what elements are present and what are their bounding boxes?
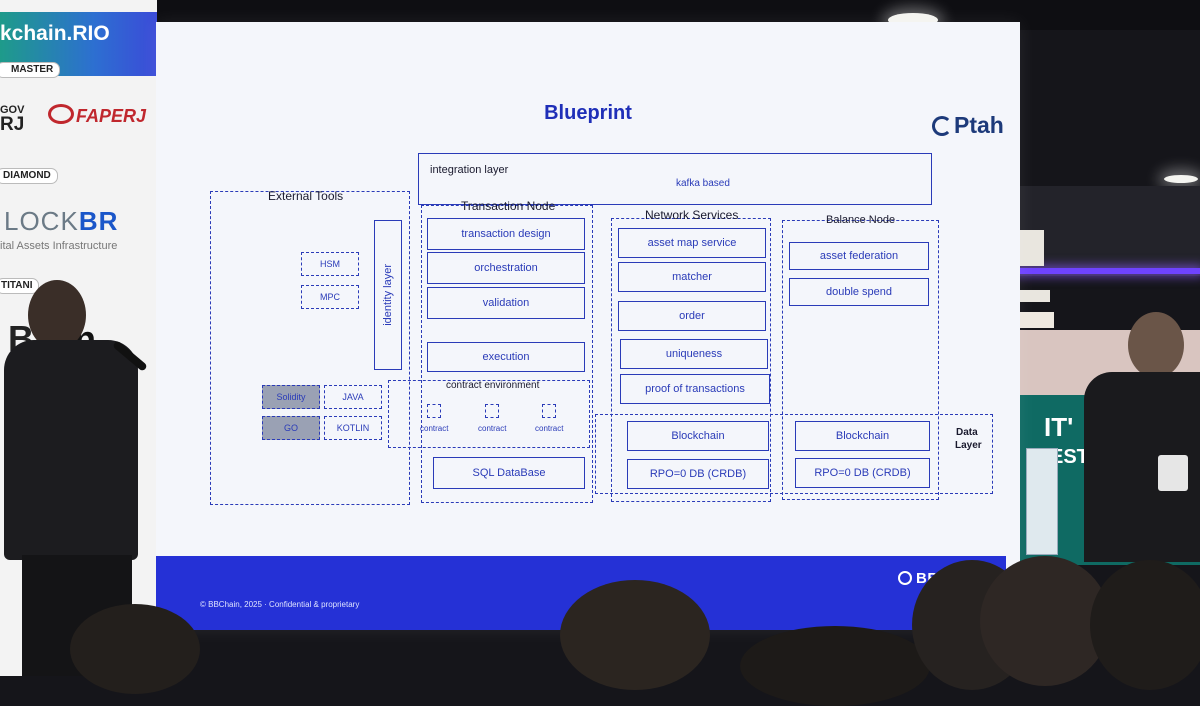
- identity-layer: identity layer: [374, 220, 402, 370]
- data-layer-panel: [595, 414, 993, 494]
- contract-icon: [485, 404, 499, 418]
- uniqueness-box: uniqueness: [620, 339, 768, 369]
- booth-sign: IT': [1044, 412, 1074, 442]
- kotlin-box: KOTLIN: [324, 416, 382, 440]
- matcher-box: matcher: [618, 262, 766, 292]
- booth-display: [1026, 448, 1058, 555]
- solidity-box: Solidity: [262, 385, 320, 409]
- transaction-design-box: transaction design: [427, 218, 585, 250]
- presenter-head: [1128, 312, 1184, 378]
- slide-footer-text: © BBChain, 2025 · Confidential & proprie…: [200, 600, 360, 609]
- bbchain-mark-icon: [898, 571, 912, 585]
- external-tools-panel: [210, 191, 410, 505]
- contract-environment-title: contract environment: [446, 380, 540, 391]
- sponsor-faperj: FAPERJ: [76, 106, 147, 126]
- transaction-node-title: Transaction Node: [461, 199, 556, 213]
- mpc-box: MPC: [301, 285, 359, 309]
- contract-label: contract: [420, 424, 449, 433]
- contract-icon: [427, 404, 441, 418]
- tier-master: MASTER: [0, 62, 61, 78]
- audience-head: [1090, 560, 1200, 690]
- banner-brand: kchain.RIO: [0, 22, 110, 45]
- speaker-body: [4, 340, 138, 560]
- identity-layer-label: identity layer: [382, 264, 394, 326]
- double-spend-box: double spend: [789, 278, 929, 306]
- projection-screen: Blueprint: [156, 22, 1020, 630]
- network-services-panel: [611, 218, 771, 502]
- balance-blockchain-box: Blockchain: [795, 421, 930, 451]
- tier-titanium: TITANI: [0, 278, 40, 294]
- asset-federation-box: asset federation: [789, 242, 929, 270]
- audience-head: [70, 604, 200, 694]
- asset-map-service-box: asset map service: [618, 228, 766, 258]
- orchestration-box: orchestration: [427, 252, 585, 284]
- java-box: JAVA: [324, 385, 382, 409]
- network-services-title: Network Services: [645, 208, 739, 222]
- balance-rpo-db-box: RPO=0 DB (CRDB): [795, 458, 930, 488]
- integration-sub: kafka based: [676, 178, 730, 189]
- integration-title: integration layer: [430, 164, 509, 176]
- wall-light: [1020, 312, 1054, 328]
- order-box: order: [618, 301, 766, 331]
- ptah-mark-icon: [932, 116, 952, 136]
- sponsor-lockbr: LOCKBR: [4, 206, 118, 237]
- proof-of-transactions-box: proof of transactions: [620, 374, 770, 404]
- contract-environment: [388, 380, 590, 448]
- external-tools-title: External Tools: [268, 189, 344, 203]
- audience-head: [980, 556, 1110, 686]
- ceiling-light: [1164, 175, 1198, 183]
- network-rpo-db-box: RPO=0 DB (CRDB): [627, 459, 769, 489]
- balance-node-panel: [782, 220, 939, 500]
- wall-light: [1020, 230, 1044, 266]
- contract-icon: [542, 404, 556, 418]
- data-layer-line1: Data: [956, 427, 978, 438]
- hsm-box: HSM: [301, 252, 359, 276]
- speaker-head: [28, 280, 86, 350]
- lockbr-subtitle: ital Assets Infrastructure: [0, 240, 118, 252]
- booth-sign-2: EST: [1050, 446, 1089, 468]
- sponsor-rj: RJ: [0, 114, 25, 135]
- network-blockchain-box: Blockchain: [627, 421, 769, 451]
- wall-light: [1020, 290, 1050, 302]
- contract-label: contract: [478, 424, 507, 433]
- faperj-logo-icon: [48, 104, 74, 124]
- slide-title: Blueprint: [544, 102, 632, 124]
- lockbr-accent: BR: [78, 206, 119, 236]
- ptah-logo-text: Ptah: [954, 112, 1004, 138]
- ptah-logo: Ptah: [932, 112, 1004, 139]
- audience-head: [740, 626, 930, 706]
- audience-head: [560, 580, 710, 690]
- lockbr-main: LOCK: [4, 206, 79, 236]
- contract-label: contract: [535, 424, 564, 433]
- neon-strip: [1016, 268, 1200, 274]
- balance-node-title: Balance Node: [826, 214, 896, 226]
- badge-icon: [1158, 455, 1188, 491]
- transaction-node-panel: [421, 205, 593, 503]
- venue-wall: [1016, 186, 1200, 276]
- sql-database-box: SQL DataBase: [433, 457, 585, 489]
- integration-layer: [418, 153, 932, 205]
- data-layer-line2: Layer: [955, 440, 982, 451]
- tier-diamond: DIAMOND: [0, 168, 58, 184]
- validation-box: validation: [427, 287, 585, 319]
- sponsor-gov: GOV: [0, 104, 25, 116]
- execution-box: execution: [427, 342, 585, 372]
- go-box: GO: [262, 416, 320, 440]
